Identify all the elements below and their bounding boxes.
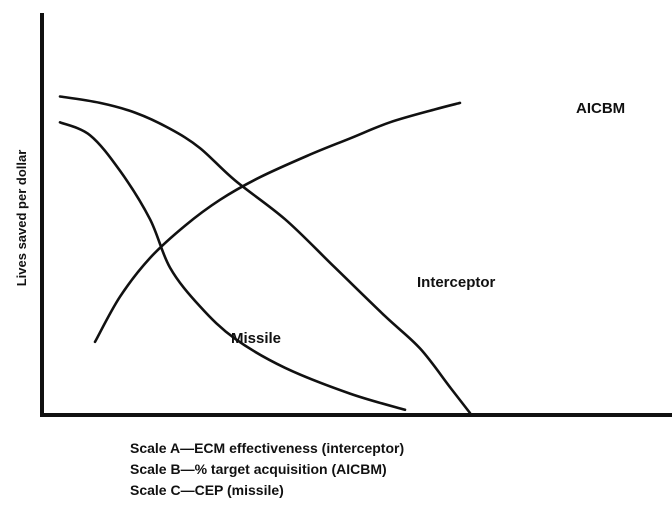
series-label-interceptor: Interceptor [417, 274, 496, 291]
y-axis-label: Lives saved per dollar [14, 150, 29, 287]
series-line-interceptor [58, 95, 472, 415]
series-label-missile: Missile [231, 330, 281, 347]
scale-caption: Scale A—ECM effectiveness (interceptor) … [130, 440, 404, 498]
series-line-missile [58, 121, 407, 412]
caption-line-scale-c: Scale C—CEP (missile) [130, 482, 284, 498]
series-label-aicbm: AICBM [576, 100, 625, 117]
series-group [58, 95, 472, 415]
caption-line-scale-b: Scale B—% target acquisition (AICBM) [130, 461, 387, 477]
caption-line-scale-a: Scale A—ECM effectiveness (interceptor) [130, 440, 404, 456]
axes [40, 13, 672, 417]
series-line-aicbm [93, 101, 462, 344]
